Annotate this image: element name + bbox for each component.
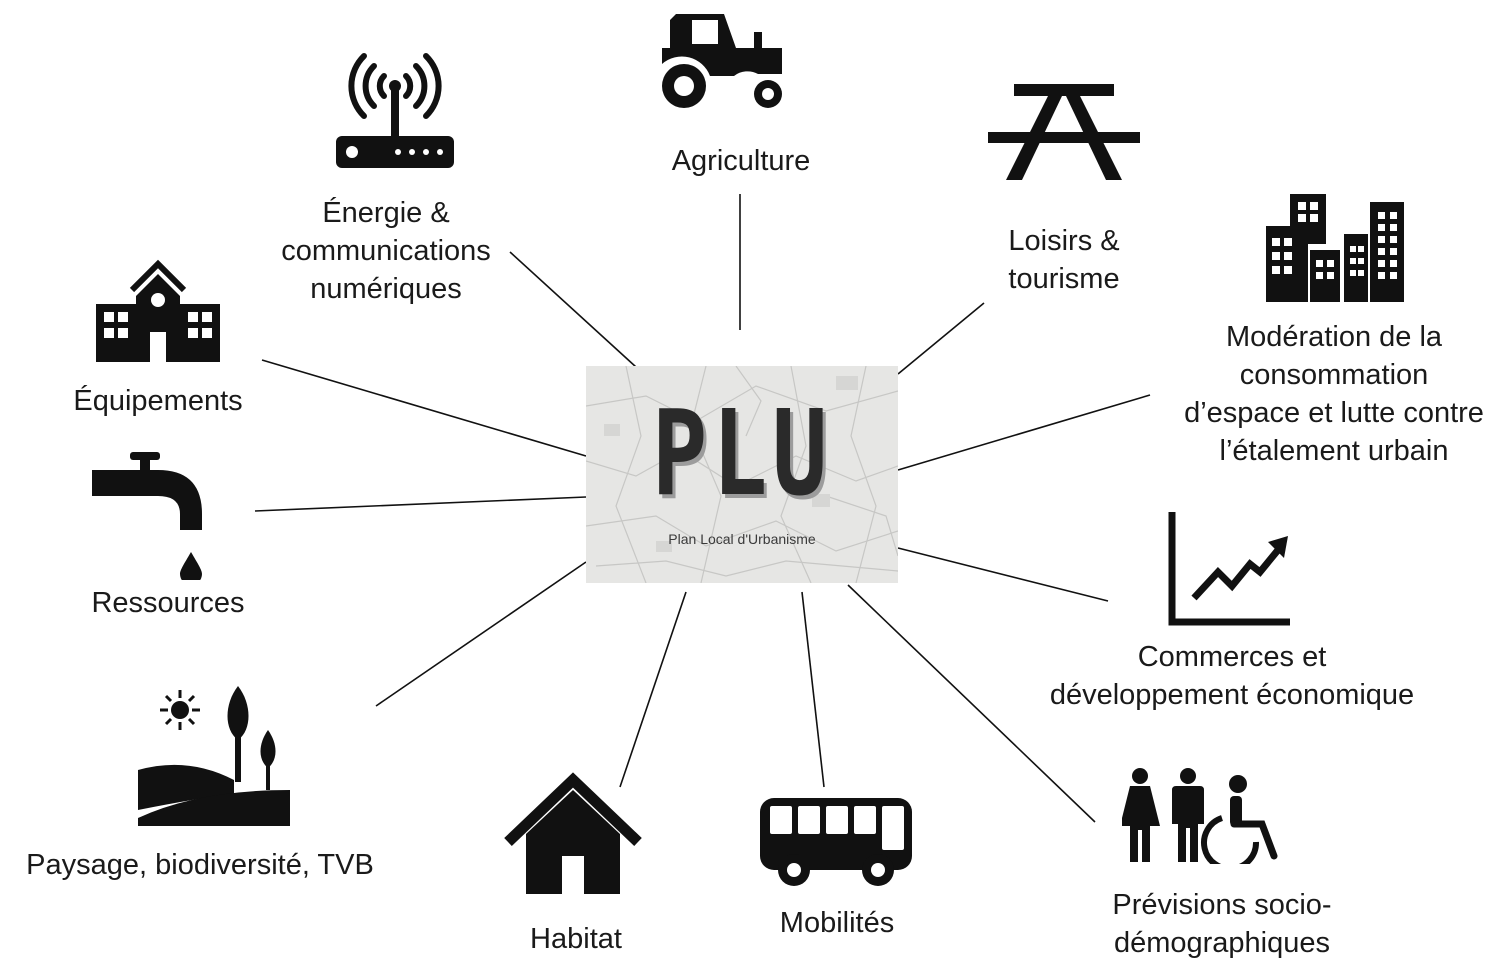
label-agriculture: Agriculture <box>671 145 811 177</box>
connector-moderation <box>897 394 1151 471</box>
landscape-icon <box>138 686 290 826</box>
label-habitat: Habitat <box>530 923 622 955</box>
plu-logo: PLU Plan Local d'Urbanisme <box>586 366 898 583</box>
label-mobilites: Mobilités <box>779 907 895 939</box>
bus-icon <box>760 798 912 886</box>
school-icon <box>96 259 220 362</box>
connector-loisirs <box>897 302 985 375</box>
plu-subtitle: Plan Local d'Urbanisme <box>668 531 816 547</box>
label-loisirs: Loisirs & tourisme <box>1008 225 1120 295</box>
label-energie: Énergie & communications numériques <box>281 197 491 305</box>
label-previsions: Prévisions socio- démographiques <box>1112 889 1332 959</box>
connector-previsions <box>847 584 1096 823</box>
connector-mobilites <box>801 591 825 788</box>
connector-habitat <box>619 591 687 788</box>
buildings-icon <box>1266 194 1404 302</box>
house-icon <box>504 772 642 894</box>
connector-paysage <box>375 561 587 707</box>
router-icon <box>336 53 454 168</box>
people-icon <box>1122 768 1278 864</box>
plu-title: PLU <box>651 384 833 522</box>
label-ressources: Ressources <box>91 587 245 619</box>
picnic-table-icon <box>988 84 1140 180</box>
connector-equipements <box>261 359 587 457</box>
connector-commerces <box>897 547 1109 602</box>
label-moderation: Modération de la consommation d’espace e… <box>1184 321 1484 467</box>
connector-energie <box>509 251 637 368</box>
tractor-icon <box>662 14 782 108</box>
connector-ressources <box>254 496 587 512</box>
water-tap-icon <box>92 452 202 580</box>
label-paysage: Paysage, biodiversité, TVB <box>26 849 374 881</box>
growth-chart-icon <box>1168 512 1290 626</box>
label-commerces: Commerces et développement économique <box>1049 641 1415 711</box>
cadastral-map-background <box>586 366 898 583</box>
label-equipements: Équipements <box>73 385 243 417</box>
